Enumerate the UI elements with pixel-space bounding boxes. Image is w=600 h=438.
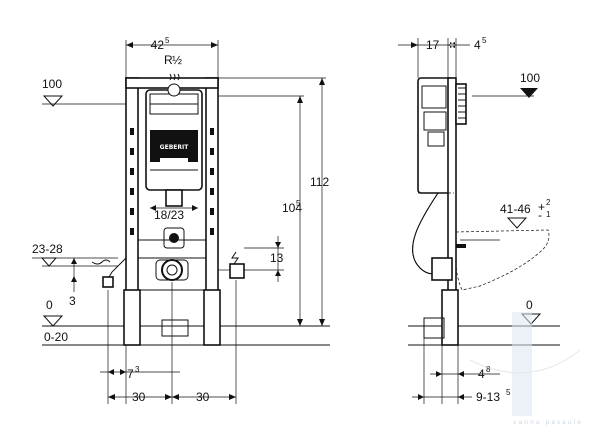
svg-text:23-28: 23-28 (32, 242, 63, 256)
dim-depth-frame: 17 4 5 (398, 36, 487, 84)
svg-text:104: 104 (282, 201, 302, 215)
dim-bottom-left: 7 3 30 30 (100, 280, 237, 404)
svg-text:4: 4 (474, 38, 481, 52)
svg-text:100: 100 (520, 71, 540, 85)
svg-text:3: 3 (135, 365, 140, 374)
watermark-text: vannu pasaule (513, 419, 583, 426)
watermark-logo: vannu pasaule (469, 312, 583, 426)
svg-text:18/23: 18/23 (154, 208, 184, 222)
actuator-plate (455, 83, 467, 125)
svg-text:41-46: 41-46 (500, 202, 531, 216)
svg-text:3: 3 (69, 294, 76, 308)
dim-power-offset: 13 (244, 236, 284, 282)
level-0-left: 0 0-20 (42, 298, 68, 344)
side-view: 17 4 5 100 41-46 + - 2 1 0 4 8 (398, 36, 560, 404)
svg-text:1: 1 (546, 210, 551, 219)
dim-height-actuator: 104 5 (282, 96, 303, 326)
level-100-right: 100 (520, 71, 540, 98)
thread-label: R (164, 53, 173, 67)
toilet-bowl (455, 229, 550, 291)
level-100-left: 100 (42, 77, 64, 107)
svg-text:112: 112 (310, 175, 329, 189)
svg-text:8: 8 (486, 365, 491, 374)
svg-text:5: 5 (506, 388, 511, 397)
svg-text:0: 0 (46, 298, 53, 312)
svg-text:4: 4 (478, 367, 485, 381)
dim-cistern-gap: 18/23 (150, 205, 198, 222)
water-supply-icon (167, 73, 181, 97)
svg-text:5: 5 (296, 199, 301, 208)
dim-bowl-height: 41-46 + - 2 1 (500, 198, 551, 229)
drain-connector (155, 259, 189, 281)
dim-height-total: 112 (310, 78, 329, 326)
svg-text:5: 5 (482, 36, 487, 45)
svg-text:7: 7 (127, 367, 134, 381)
svg-text:5: 5 (165, 36, 170, 45)
svg-text:13: 13 (270, 251, 284, 265)
svg-text:9-13: 9-13 (476, 390, 500, 404)
svg-text:17: 17 (426, 38, 440, 52)
svg-text:0: 0 (526, 298, 533, 312)
svg-text:42: 42 (151, 38, 165, 52)
svg-text:2: 2 (546, 198, 551, 207)
svg-text:+: + (538, 200, 545, 214)
svg-text:30: 30 (132, 390, 146, 404)
dim-drain-range: 23-28 3 (32, 242, 118, 308)
brand-label: GEBERIT (160, 144, 190, 151)
svg-text:-: - (538, 208, 542, 222)
dim-bottom-right: 4 8 9-13 5 (412, 338, 511, 404)
front-view: GEBERIT (32, 36, 330, 404)
dim-width-total: 42 5 (125, 36, 219, 78)
svg-text:½: ½ (172, 53, 182, 67)
svg-text:30: 30 (196, 390, 210, 404)
svg-text:0-20: 0-20 (44, 330, 68, 344)
power-socket-icon (218, 251, 245, 279)
svg-text:100: 100 (42, 77, 62, 91)
